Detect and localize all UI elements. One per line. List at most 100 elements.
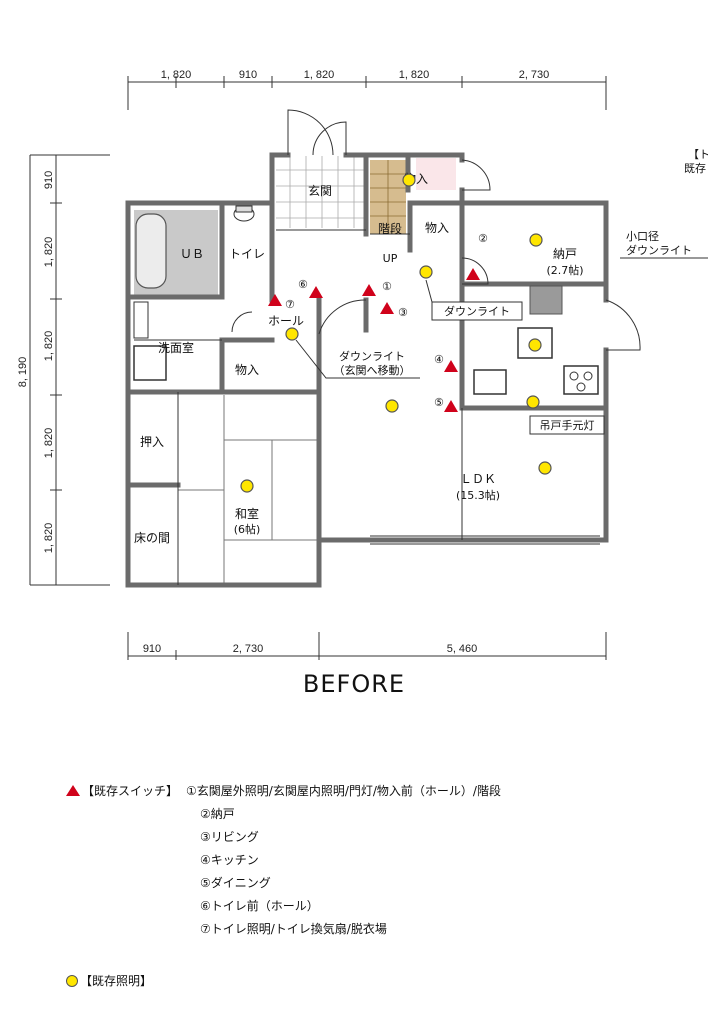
- room-toilet: トイレ: [229, 247, 265, 261]
- floor-plan: 1, 820 910 1, 820 1, 820 2, 730 910 1, 8…: [17, 69, 708, 660]
- burner-icon: [576, 382, 586, 392]
- dim-top-2: 910: [239, 69, 257, 81]
- switch-num-7: ⑦: [285, 298, 295, 311]
- stove: [563, 365, 599, 395]
- light-icon: [419, 265, 433, 279]
- switch-icon: [444, 400, 458, 412]
- pendant-label: 吊戸手元灯: [540, 418, 595, 432]
- room-monoire-mid: 物入: [425, 221, 449, 235]
- switch-num-3: ③: [398, 306, 408, 319]
- light-icon: [402, 173, 416, 187]
- room-oshiire: 押入: [140, 435, 164, 449]
- burner-icon: [583, 371, 593, 381]
- burner-icon: [569, 371, 579, 381]
- legend-light-header: 【既存照明】: [80, 974, 153, 988]
- downlight-move-line1: ダウンライト: [339, 349, 405, 363]
- stair-treads: [370, 160, 406, 234]
- light-circle-icon: [66, 975, 78, 987]
- room-nando-size: (2.7帖): [546, 264, 583, 277]
- toilet-tank: [235, 205, 253, 213]
- south-windows: [370, 535, 600, 545]
- thin-partitions: [134, 229, 463, 585]
- switch-triangle-icon: [66, 785, 80, 796]
- legend-item-2: ②納戸: [200, 807, 235, 821]
- room-ldk-size: (15.3帖): [456, 489, 500, 502]
- dim-top-3: 1, 820: [304, 69, 335, 81]
- switch-icon: [466, 268, 480, 280]
- top-dimension-line: [127, 76, 607, 110]
- light-icon: [240, 479, 254, 493]
- dim-bottom-2: 2, 730: [233, 643, 264, 655]
- room-washitsu-size: (6帖): [234, 523, 261, 536]
- room-senmen: 洗面室: [158, 340, 194, 355]
- light-icon: [529, 233, 543, 247]
- dim-left-4: 1, 820: [43, 428, 55, 459]
- room-ub: ＵＢ: [180, 247, 204, 261]
- plan-title: BEFORE: [302, 670, 406, 698]
- switch-icon: [309, 286, 323, 298]
- legend-item-5: ⑤ダイニング: [200, 876, 271, 890]
- room-nando: 納戸: [553, 247, 577, 261]
- light-icon: [385, 399, 399, 413]
- downlight-label-box: [431, 301, 523, 321]
- small-dl-line1: 小口径: [626, 230, 659, 243]
- legend-switch-header: 【既存スイッチ】: [82, 784, 179, 798]
- light-icon: [285, 327, 299, 341]
- switch-icon: [362, 284, 376, 296]
- stair-top-fill: [416, 158, 456, 190]
- switch-num-5: ⑤: [434, 396, 444, 409]
- room-ldk: ＬＤＫ: [460, 472, 496, 486]
- dim-top-4: 1, 820: [399, 69, 430, 81]
- bottom-dimension-line: [127, 632, 607, 660]
- switch-icon: [380, 302, 394, 314]
- edge-note-line2: 既存: [684, 161, 706, 175]
- dim-left-3: 1, 820: [43, 331, 55, 362]
- dim-bottom-1: 910: [143, 643, 161, 655]
- bathtub: [135, 213, 167, 289]
- downlight-move-leader: [295, 339, 420, 379]
- washbasin: [133, 301, 149, 339]
- dim-top-1: 1, 820: [161, 69, 192, 81]
- walls: [125, 152, 609, 588]
- dim-left-5: 1, 820: [43, 523, 55, 554]
- downlight-move-line2: （玄関へ移動）: [334, 363, 411, 377]
- switch-icon: [268, 294, 282, 306]
- room-monoire-low: 物入: [235, 363, 259, 377]
- switch-icon: [444, 360, 458, 372]
- dim-left-1: 910: [43, 171, 55, 189]
- existing-lights: [240, 173, 552, 493]
- door-swings: [231, 109, 641, 351]
- legend-item-6: ⑥トイレ前（ホール）: [200, 899, 319, 913]
- room-washitsu: 和室: [235, 506, 259, 521]
- downlight-leader: [425, 279, 433, 303]
- light-icon: [528, 338, 542, 352]
- room-tokonoma: 床の間: [134, 531, 170, 545]
- legend-item-4: ④キッチン: [200, 853, 259, 867]
- legend-item-3: ③リビング: [200, 830, 259, 844]
- dim-bottom-3: 5, 460: [447, 643, 478, 655]
- room-genkan: 玄関: [308, 183, 332, 198]
- switch-num-4: ④: [434, 353, 444, 366]
- switch-num-1: ①: [382, 280, 392, 293]
- small-dl-line2: ダウンライト: [626, 243, 692, 257]
- room-kaidan: 階段: [378, 221, 402, 236]
- range-hood: [529, 285, 563, 315]
- edge-note-line1: 【ト: [688, 148, 708, 161]
- up-label: UP: [383, 252, 398, 265]
- washing-machine: [133, 345, 167, 381]
- legend-row-1: 【既存スイッチ】①玄関屋外照明/玄関屋内照明/門灯/物入前（ホール）/階段: [66, 780, 686, 803]
- downlight-label: ダウンライト: [444, 304, 510, 318]
- legend-item-7: ⑦トイレ照明/トイレ換気扇/脱衣場: [200, 922, 387, 936]
- room-hall: ホール: [268, 314, 304, 328]
- switch-num-6: ⑥: [298, 278, 308, 291]
- dim-left-total: 8, 190: [17, 357, 29, 388]
- left-dimension-line: [29, 154, 110, 586]
- dim-top-5: 2, 730: [519, 69, 550, 81]
- switch-num-2: ②: [478, 232, 488, 245]
- pendant-label-box: [529, 415, 605, 435]
- existing-switches: [268, 268, 480, 412]
- light-legend: 【既存照明】: [66, 972, 152, 989]
- genkan-tiles: [276, 156, 366, 228]
- switch-legend: 【既存スイッチ】①玄関屋外照明/玄関屋内照明/門灯/物入前（ホール）/階段 ②納…: [66, 780, 686, 941]
- light-icon: [538, 461, 552, 475]
